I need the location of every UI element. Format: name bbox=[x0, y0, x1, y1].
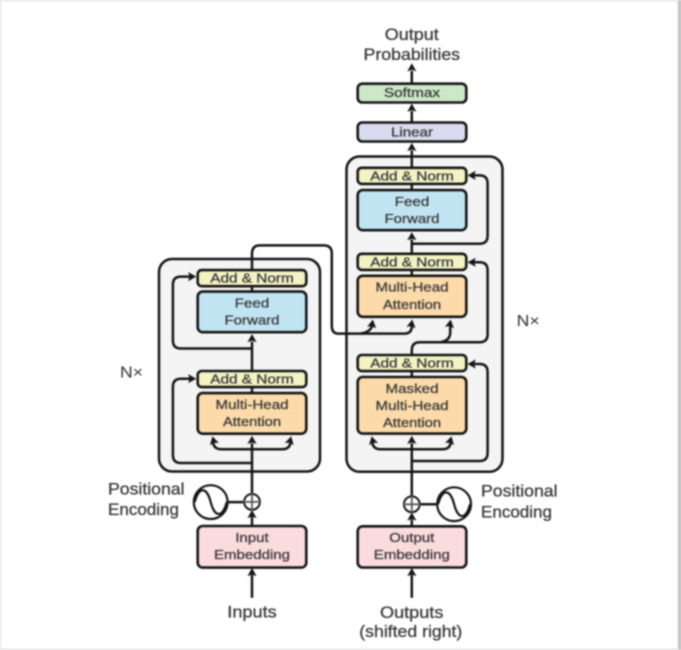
svg-text:Add & Norm: Add & Norm bbox=[370, 356, 454, 371]
svg-text:Multi-Head: Multi-Head bbox=[376, 280, 449, 295]
svg-text:Positional: Positional bbox=[481, 482, 558, 500]
svg-text:Embedding: Embedding bbox=[214, 547, 290, 562]
svg-text:Encoding: Encoding bbox=[108, 501, 179, 519]
svg-text:Linear: Linear bbox=[391, 125, 434, 140]
svg-text:Multi-Head: Multi-Head bbox=[216, 397, 289, 412]
svg-text:(shifted right): (shifted right) bbox=[359, 623, 462, 641]
svg-text:N×: N× bbox=[517, 313, 540, 330]
svg-text:Output: Output bbox=[385, 26, 440, 44]
svg-text:Outputs: Outputs bbox=[380, 604, 443, 622]
svg-text:Forward: Forward bbox=[225, 313, 280, 328]
svg-text:Feed: Feed bbox=[235, 295, 270, 310]
svg-text:Multi-Head: Multi-Head bbox=[376, 398, 449, 413]
svg-text:Add & Norm: Add & Norm bbox=[210, 372, 294, 387]
svg-text:Softmax: Softmax bbox=[384, 85, 440, 100]
svg-text:Attention: Attention bbox=[383, 415, 441, 430]
svg-text:Forward: Forward bbox=[385, 211, 440, 226]
svg-text:Positional: Positional bbox=[108, 481, 185, 499]
svg-text:Output: Output bbox=[389, 530, 434, 545]
svg-text:Add & Norm: Add & Norm bbox=[210, 271, 294, 286]
svg-text:Attention: Attention bbox=[223, 414, 281, 429]
svg-text:Add & Norm: Add & Norm bbox=[370, 254, 454, 269]
svg-text:Add & Norm: Add & Norm bbox=[370, 168, 454, 183]
svg-text:N×: N× bbox=[120, 365, 143, 382]
svg-text:Attention: Attention bbox=[383, 297, 441, 312]
svg-text:Embedding: Embedding bbox=[374, 547, 450, 562]
svg-text:Inputs: Inputs bbox=[227, 604, 276, 622]
svg-text:Probabilities: Probabilities bbox=[364, 46, 461, 64]
svg-text:Encoding: Encoding bbox=[481, 503, 552, 521]
svg-text:Feed: Feed bbox=[395, 194, 430, 209]
svg-text:Input: Input bbox=[235, 530, 269, 545]
svg-text:Masked: Masked bbox=[386, 381, 439, 396]
